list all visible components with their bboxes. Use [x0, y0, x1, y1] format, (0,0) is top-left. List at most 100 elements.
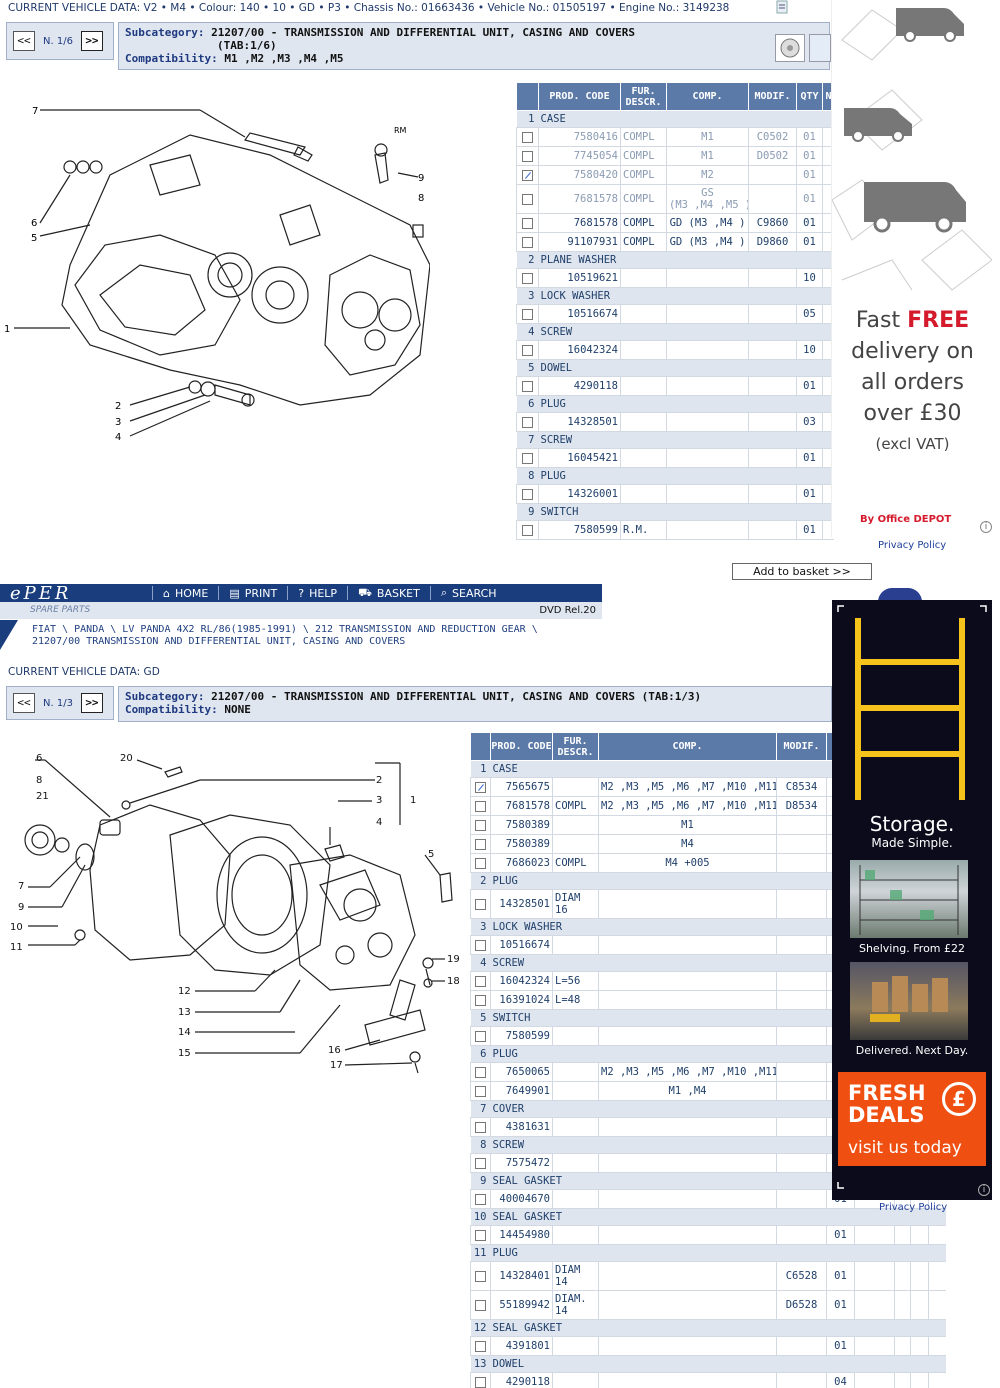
- list-view-icon[interactable]: [809, 34, 831, 62]
- part-checkbox[interactable]: [522, 488, 533, 500]
- part-checkbox[interactable]: [522, 344, 533, 356]
- product-code[interactable]: 4290118: [490, 1372, 553, 1388]
- select-cell: [516, 184, 539, 214]
- next-page-button-bottom[interactable]: >>: [80, 693, 103, 713]
- callout-9: 9: [418, 173, 424, 184]
- product-code[interactable]: 16042324: [538, 340, 621, 360]
- part-checkbox[interactable]: [475, 781, 486, 793]
- part-checkbox[interactable]: [475, 1085, 486, 1097]
- prev-page-button[interactable]: <<: [13, 31, 35, 51]
- modification-cell: C0502: [748, 127, 797, 147]
- help-button[interactable]: ?HELP: [287, 586, 347, 600]
- product-code[interactable]: 14328401: [490, 1261, 553, 1291]
- part-checkbox[interactable]: [522, 217, 533, 229]
- part-checkbox[interactable]: [522, 308, 533, 320]
- next-page-button[interactable]: >>: [80, 31, 103, 51]
- product-code[interactable]: 14326001: [538, 484, 621, 504]
- prev-page-button-bottom[interactable]: <<: [13, 693, 35, 713]
- part-checkbox[interactable]: [522, 193, 533, 205]
- part-checkbox[interactable]: [475, 975, 486, 987]
- product-code[interactable]: 7565675: [490, 777, 553, 797]
- product-code[interactable]: 16391024: [490, 990, 553, 1010]
- compatibility-line: GD (M3 ,M4 ): [669, 236, 746, 248]
- fresh-deals-button[interactable]: FRESH DEALS £ visit us today: [838, 1072, 986, 1166]
- part-checkbox[interactable]: [475, 1121, 486, 1133]
- add-to-basket-button[interactable]: Add to basket >>: [732, 563, 872, 580]
- part-checkbox[interactable]: [475, 1229, 486, 1241]
- product-code[interactable]: 14328501: [538, 412, 621, 432]
- product-code[interactable]: 7681578: [490, 796, 553, 816]
- part-checkbox[interactable]: [522, 150, 533, 162]
- part-checkbox[interactable]: [522, 272, 533, 284]
- part-checkbox[interactable]: [522, 380, 533, 392]
- product-code[interactable]: 7686023: [490, 853, 553, 873]
- product-code[interactable]: 7681578: [538, 184, 621, 214]
- privacy-policy-link-top[interactable]: Privacy Policy: [878, 540, 947, 551]
- product-code[interactable]: 40004670: [490, 1189, 553, 1209]
- ad-info-icon[interactable]: i: [980, 521, 992, 533]
- breadcrumb-line1[interactable]: FIAT \ PANDA \ LV PANDA 4X2 RL/86(1985-1…: [32, 624, 538, 635]
- ad-office-depot[interactable]: Fast FREE delivery on all orders over £3…: [831, 0, 992, 537]
- product-code[interactable]: 7580599: [538, 520, 621, 540]
- quantity-cell: 10: [796, 268, 823, 288]
- product-code[interactable]: 7580416: [538, 127, 621, 147]
- part-checkbox[interactable]: [475, 898, 486, 910]
- part-checkbox[interactable]: [475, 1066, 486, 1078]
- part-checkbox[interactable]: [475, 994, 486, 1006]
- product-code[interactable]: 16042324: [490, 971, 553, 991]
- product-code[interactable]: 4290118: [538, 376, 621, 396]
- part-checkbox[interactable]: [522, 416, 533, 428]
- privacy-policy-link-bottom[interactable]: Privacy Policy: [879, 1202, 948, 1213]
- print-button[interactable]: ▤PRINT: [218, 586, 287, 600]
- product-code[interactable]: 91107931: [538, 232, 621, 252]
- ad2-info-icon[interactable]: i: [978, 1184, 990, 1196]
- part-checkbox[interactable]: [522, 169, 533, 181]
- part-checkbox[interactable]: [475, 939, 486, 951]
- product-code[interactable]: 7575472: [490, 1153, 553, 1173]
- basket-button[interactable]: ⛟BASKET: [347, 586, 430, 600]
- part-checkbox[interactable]: [475, 1270, 486, 1282]
- part-checkbox[interactable]: [475, 1340, 486, 1352]
- part-checkbox[interactable]: [475, 800, 486, 812]
- part-checkbox[interactable]: [522, 236, 533, 248]
- product-code[interactable]: 7745054: [538, 146, 621, 166]
- callout-b4: 4: [376, 817, 382, 828]
- product-code[interactable]: 14328501: [490, 889, 553, 919]
- part-checkbox[interactable]: [475, 857, 486, 869]
- product-code[interactable]: 7681578: [538, 213, 621, 233]
- product-code[interactable]: 10519621: [538, 268, 621, 288]
- part-checkbox[interactable]: [475, 1299, 486, 1311]
- callout-b14: 14: [178, 1027, 191, 1038]
- part-checkbox[interactable]: [522, 524, 533, 536]
- product-code[interactable]: 4391801: [490, 1336, 553, 1356]
- product-code[interactable]: 7580389: [490, 834, 553, 854]
- product-code[interactable]: 7580420: [538, 165, 621, 185]
- product-code[interactable]: 14454980: [490, 1225, 553, 1245]
- info-icon[interactable]: [776, 0, 788, 14]
- part-checkbox[interactable]: [475, 819, 486, 831]
- wheel-icon[interactable]: [775, 34, 805, 62]
- column-header: [516, 82, 539, 111]
- product-code[interactable]: 7580599: [490, 1026, 553, 1046]
- product-code[interactable]: 4381631: [490, 1117, 553, 1137]
- product-code[interactable]: 10516674: [538, 304, 621, 324]
- product-code[interactable]: 10516674: [490, 935, 553, 955]
- part-checkbox[interactable]: [475, 1193, 486, 1205]
- ad-storage[interactable]: Storage. Made Simple. Shelving. From £22…: [832, 600, 992, 1200]
- product-code[interactable]: 7650065: [490, 1062, 553, 1082]
- product-code[interactable]: 16045421: [538, 448, 621, 468]
- part-checkbox[interactable]: [522, 452, 533, 464]
- search-button[interactable]: ⌕SEARCH: [429, 586, 507, 600]
- home-button[interactable]: ⌂HOME: [152, 586, 218, 600]
- part-checkbox[interactable]: [522, 131, 533, 143]
- part-checkbox[interactable]: [475, 838, 486, 850]
- part-checkbox[interactable]: [475, 1376, 486, 1388]
- further-description: [552, 1153, 599, 1173]
- part-checkbox[interactable]: [475, 1157, 486, 1169]
- part-checkbox[interactable]: [475, 1030, 486, 1042]
- product-code[interactable]: 7580389: [490, 815, 553, 835]
- product-code[interactable]: 7649901: [490, 1081, 553, 1101]
- product-code[interactable]: 55189942: [490, 1290, 553, 1320]
